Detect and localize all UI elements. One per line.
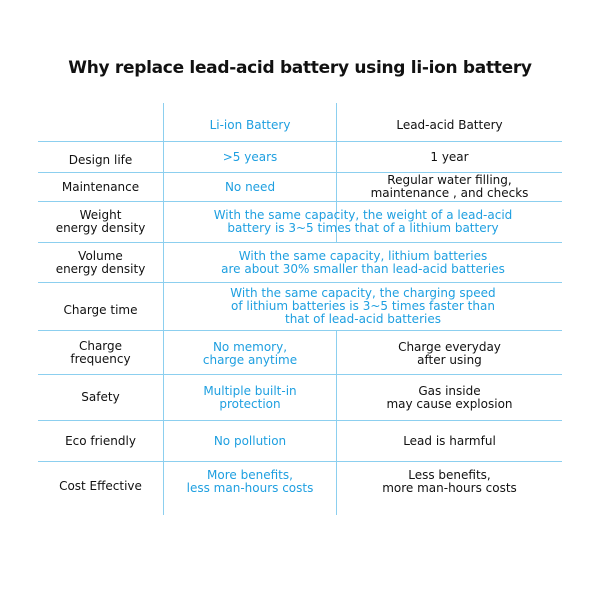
row-divider [38,201,562,202]
row-label: Weight energy density [55,208,146,235]
lead-acid-value: Gas inside may cause explosion [386,383,513,411]
combined-value: With the same capacity, lithium batterie… [221,248,505,276]
row-divider [38,282,562,283]
row-label: Design life [68,152,133,167]
row-divider [38,141,562,142]
li-ion-value: More benefits, less man-hours costs [186,468,314,495]
li-ion-value: No pollution [213,433,287,448]
row-divider [38,420,562,421]
column-divider [163,103,164,515]
li-ion-value: No need [224,179,276,194]
lead-acid-value: 1 year [430,149,469,164]
row-divider [38,461,562,462]
lead-acid-value: Charge everyday after using [398,340,501,367]
row-divider [38,242,562,243]
lead-acid-value: Regular water filling, maintenance , and… [370,173,529,200]
li-ion-value: No memory, charge anytime [202,340,298,367]
row-divider [38,374,562,375]
row-label: Charge frequency [70,338,131,366]
combined-value: With the same capacity, the weight of a … [213,208,513,235]
row-divider [38,172,562,173]
column-divider [336,330,337,515]
row-label: Maintenance [61,179,140,194]
row-label: Cost Effective [59,478,142,493]
lead-acid-value: Less benefits, more man-hours costs [382,468,517,495]
header-li-ion: Li-ion Battery [209,117,291,132]
row-label: Volume energy density [55,249,146,276]
li-ion-value: >5 years [222,149,278,164]
page-title: Why replace lead-acid battery using li-i… [68,58,532,78]
row-divider [38,330,562,331]
li-ion-value: Multiple built-in protection [203,383,297,411]
lead-acid-value: Lead is harmful [403,433,496,448]
header-lead-acid: Lead-acid Battery [396,117,503,132]
row-label: Charge time [63,302,138,317]
combined-value: With the same capacity, the charging spe… [230,286,496,326]
row-label: Eco friendly [65,433,136,448]
row-label: Safety [81,390,120,404]
